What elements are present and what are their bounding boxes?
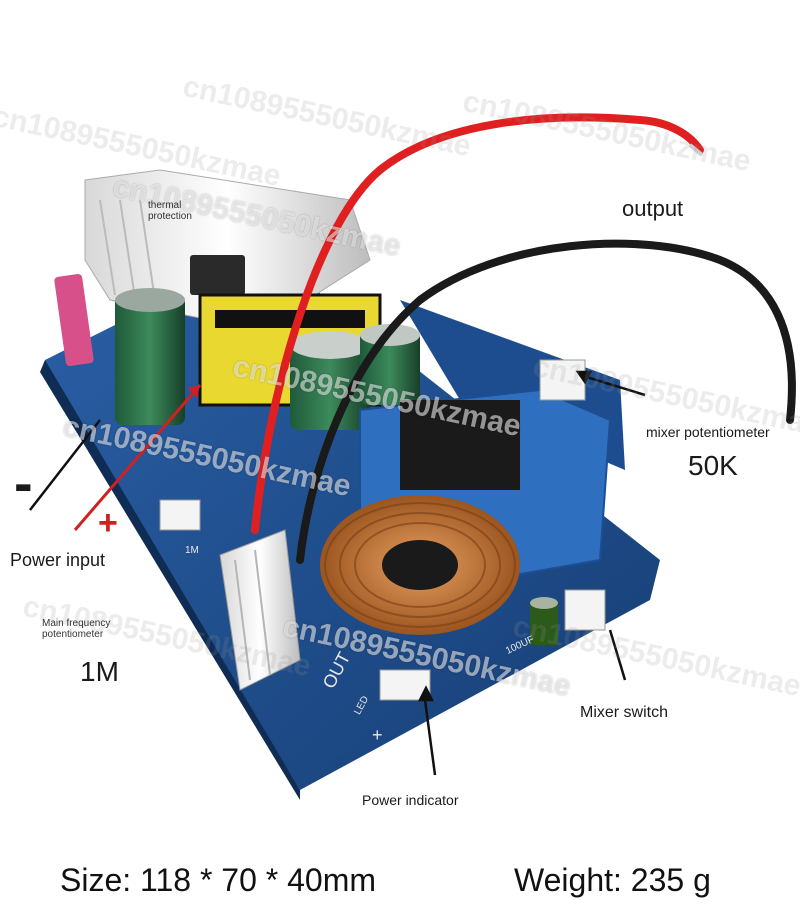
connector-power <box>159 499 201 531</box>
capacitor-left-top <box>115 288 185 312</box>
arrow-plus <box>73 384 202 531</box>
board-mark-1m: 1M <box>185 545 199 556</box>
label-power-input: Power input <box>10 550 106 570</box>
arrow-mixer-pot <box>579 373 646 397</box>
transformer-core <box>400 400 520 490</box>
capacitor-100uf <box>530 600 558 645</box>
fuse <box>54 274 94 366</box>
arrow-power-indicator <box>423 699 437 776</box>
heatsink-small <box>219 529 301 691</box>
annotation-arrows <box>29 370 646 776</box>
label-minus: - <box>14 451 33 514</box>
connector-mixer-switch <box>564 589 606 631</box>
pcb-board-edge <box>40 360 300 800</box>
black-wire <box>296 239 796 564</box>
label-mixer-potentiometer: mixer potentiometer <box>646 424 770 440</box>
label-mixer-pot-value: 50K <box>688 450 738 481</box>
spec-size: Size: 118 * 70 * 40mm <box>60 862 377 898</box>
label-plus: + <box>98 504 118 542</box>
label-main-freq-value: 1M <box>80 656 119 687</box>
heatsink-transistor <box>190 255 245 295</box>
capacitor-middle <box>290 340 370 430</box>
arrow-minus <box>29 419 101 511</box>
connector-mixer-pot <box>539 359 586 401</box>
capacitor-left <box>115 295 185 425</box>
label-main-frequency-potentiometer: Main frequency potentiometer <box>42 618 111 640</box>
board-mark-plus: + <box>372 725 383 745</box>
label-power-indicator: Power indicator <box>362 792 459 808</box>
label-thermal-protection: thermal protection <box>148 200 192 222</box>
arrow-mixer-switch <box>608 629 627 681</box>
label-mixer-switch: Mixer switch <box>580 704 669 721</box>
spec-weight: Weight: 235 g <box>514 862 711 898</box>
red-wire <box>251 113 704 534</box>
label-output: output <box>622 196 684 221</box>
